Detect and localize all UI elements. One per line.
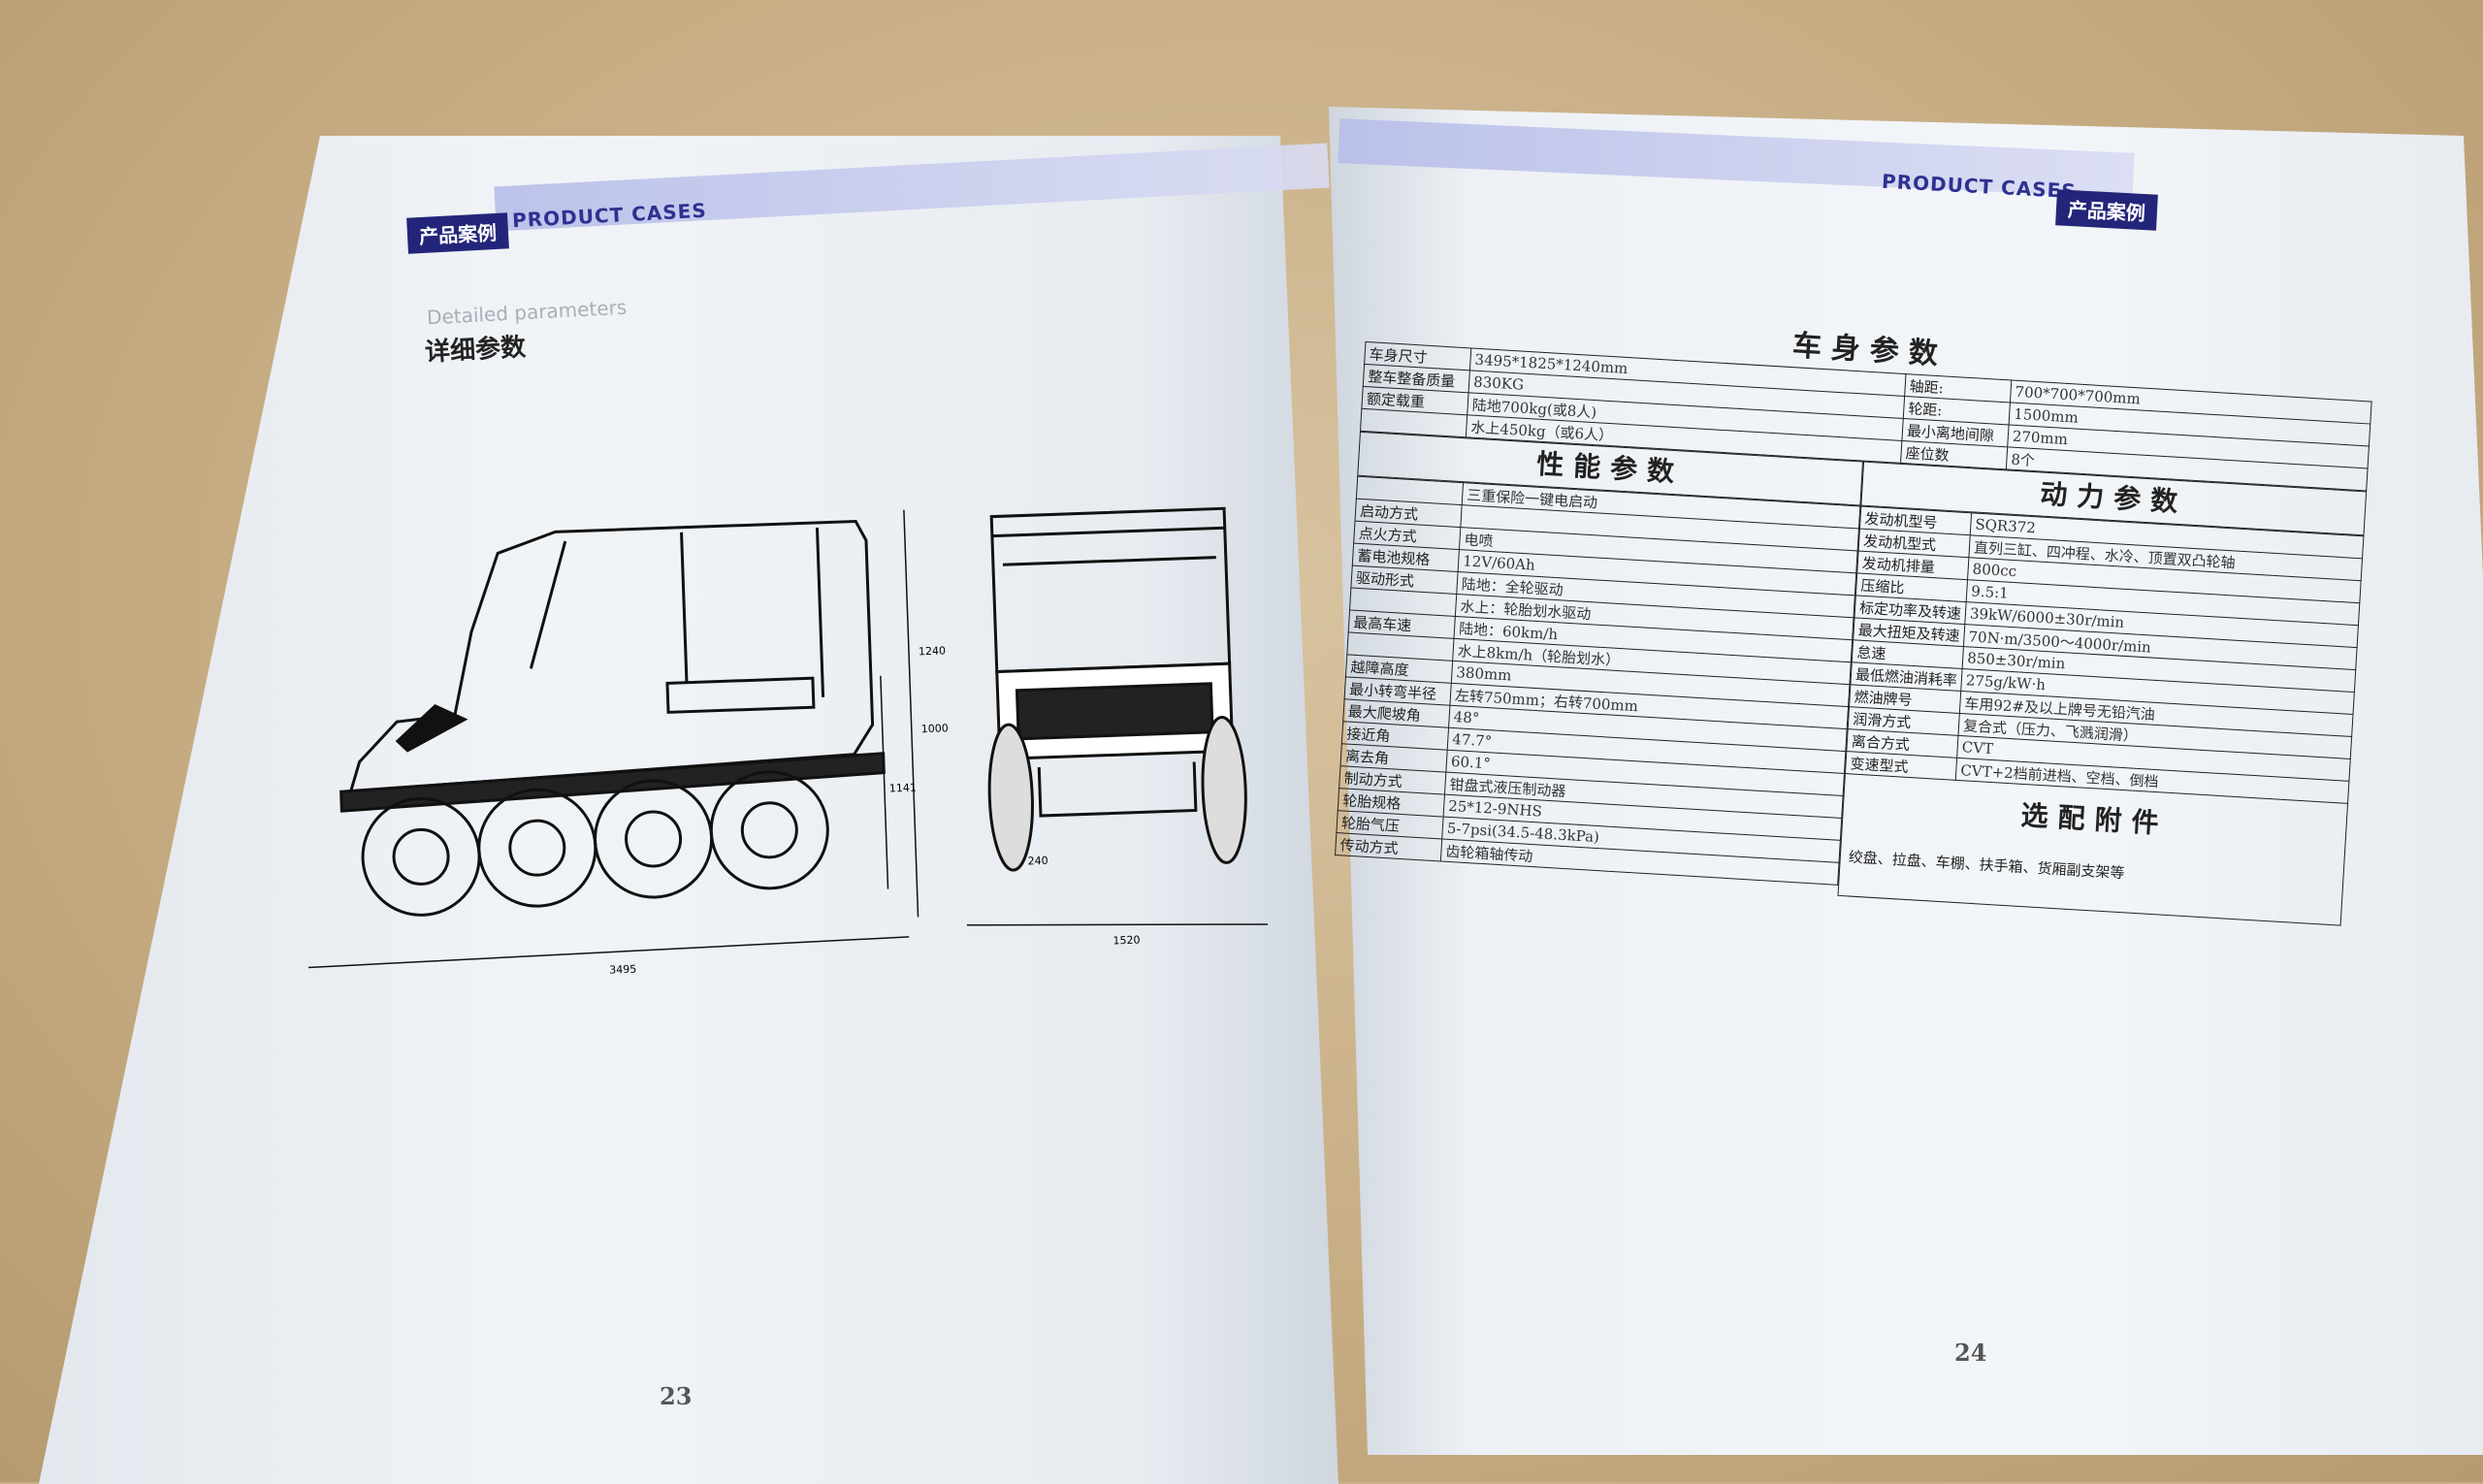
- spec-sheet: 车身参数 车身尺寸 3495*1825*1240mm 轴距: 700*700*7…: [1334, 301, 2374, 926]
- side-view: [307, 509, 919, 969]
- left-page-number: 23: [660, 1382, 693, 1410]
- dim-height-2: 1141: [889, 782, 917, 795]
- right-header-cn: 产品案例: [2055, 189, 2158, 231]
- subtitle-cn: 详细参数: [424, 333, 527, 368]
- vehicle-drawing: 3495 1240 1141 1000 1520 240: [307, 506, 1269, 977]
- open-brochure: 产品案例 PRODUCT CASES Detailed parameters 详…: [39, 19, 2483, 1484]
- right-page: [1329, 107, 2483, 1455]
- dim-length: 3495: [609, 963, 636, 977]
- dim-height: 1240: [919, 644, 946, 658]
- front-view: [966, 506, 1269, 926]
- side-wheels: [361, 770, 829, 917]
- left-header-cn: 产品案例: [406, 212, 509, 254]
- right-page-number: 24: [1954, 1339, 1987, 1367]
- dim-height-3: 1000: [921, 722, 949, 735]
- dim-width: 1520: [1113, 934, 1140, 948]
- dim-clearance: 240: [1027, 855, 1048, 868]
